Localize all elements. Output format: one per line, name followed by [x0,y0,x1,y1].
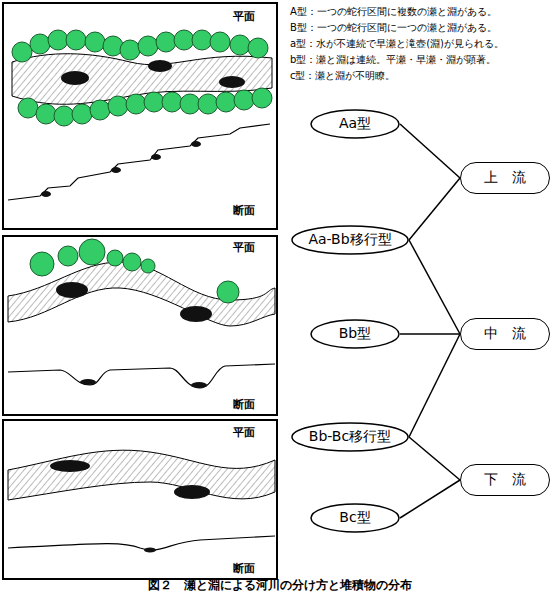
stream-section-box: 下 流 [460,464,550,496]
pool-deposit [61,60,245,88]
pool-deposit [50,460,210,499]
river-type-ellipse: Bb型 [310,319,400,349]
river-channel [8,450,275,500]
river-type-ellipse: Aa型 [310,109,400,139]
section-profile [8,364,275,388]
section-deposit [41,141,201,197]
legend-note: B型：一つの蛇行区間に一つの瀬と淵がある。 [290,22,497,34]
view-label: 平面 [232,10,256,23]
node-label: Aa-Bb移行型 [308,232,391,247]
panel-frame [3,236,277,415]
view-label: 断面 [232,398,256,411]
section-deposit [144,548,156,553]
connector-line [400,480,460,518]
river-type-ellipse: Aa-Bb移行型 [291,225,409,255]
section-profile [8,124,270,200]
legend-note: A型：一つの蛇行区間に複数の瀬と淵がある。 [290,6,497,18]
tree-symbol [12,30,272,126]
node-label: 下 流 [484,472,526,487]
node-label: Bb-Bc移行型 [309,429,391,444]
view-label: 平面 [232,241,256,254]
view-label: 断面 [232,562,256,575]
figure-caption: 図２ 瀬と淵による河川の分け方と堆積物の分布 [0,577,560,594]
legend-note: a型：水が不連続で早瀬と滝壺(淵)が見られる。 [290,38,504,50]
view-label: 断面 [232,204,256,217]
connector-line [400,124,460,178]
connector-line [409,334,460,437]
node-label: 中 流 [484,326,526,341]
panel-frame [3,3,277,229]
node-label: 上 流 [484,170,526,185]
river-type-ellipse: Bc型 [310,503,400,533]
node-label: Bb型 [339,326,372,341]
connector-line [409,437,460,480]
stream-section-box: 上 流 [460,162,550,194]
node-label: Aa型 [339,116,371,131]
section-profile [8,536,275,550]
connector-line [409,178,460,240]
legend-note: c型：瀬と淵が不明瞭。 [290,70,396,82]
legend-note: b型：瀬と淵は連続。平瀬・早瀬・淵が顕著。 [290,54,496,66]
view-label: 平面 [232,426,256,439]
node-label: Bc型 [339,510,370,525]
river-type-ellipse: Bb-Bc移行型 [291,422,409,452]
connector-line [400,333,460,335]
tree-symbol [30,239,239,303]
stream-section-box: 中 流 [460,318,550,350]
panel-frame [3,420,277,579]
section-deposit [80,379,207,388]
pool-deposit [56,282,212,322]
connector-line [409,240,460,334]
